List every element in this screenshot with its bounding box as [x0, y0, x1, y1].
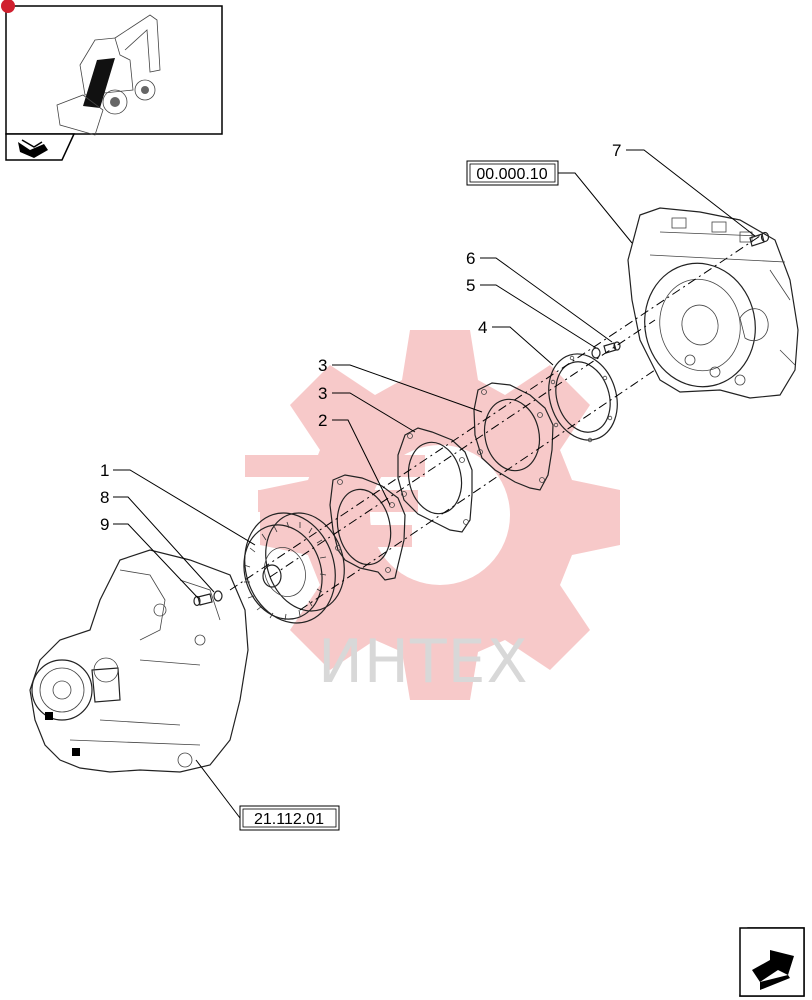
- callout-9: 9: [100, 515, 109, 534]
- callout-7: 7: [612, 141, 621, 160]
- bolt-9[interactable]: [193, 593, 213, 607]
- thumbnail-panel[interactable]: [1, 0, 223, 136]
- callout-4: 4: [478, 318, 487, 337]
- bolt-7[interactable]: [749, 231, 770, 247]
- flex-plate-3b[interactable]: [473, 382, 554, 491]
- book-arrow-icon: [18, 139, 48, 158]
- transmission-housing: [29, 549, 249, 773]
- callout-2: 2: [318, 411, 327, 430]
- leader-lines: [113, 149, 756, 819]
- callout-5: 5: [466, 276, 475, 295]
- callout-3a: 3: [318, 384, 327, 403]
- torque-converter[interactable]: [231, 501, 357, 635]
- bolt-6[interactable]: [603, 341, 621, 354]
- watermark-gear: [245, 330, 620, 700]
- flex-plate-2[interactable]: [329, 474, 406, 581]
- engine-reference-label: 00.000.10: [476, 166, 547, 183]
- washer-8[interactable]: [213, 590, 223, 602]
- watermark-text: ИНТЕХ: [318, 627, 529, 697]
- assembly-axes: [229, 235, 761, 611]
- transmission-reference-box[interactable]: 21.112.01: [239, 805, 340, 831]
- engine-reference-box[interactable]: 00.000.10: [466, 160, 559, 186]
- backhoe-loader-icon: [56, 14, 161, 136]
- washer-5[interactable]: [591, 347, 601, 359]
- callout-6: 6: [466, 249, 475, 268]
- ring-plate-4[interactable]: [538, 345, 628, 449]
- next-page-arrow-icon: [752, 950, 794, 990]
- transmission-reference-label: 21.112.01: [254, 811, 324, 828]
- nav-tab[interactable]: [5, 133, 76, 161]
- callout-8: 8: [100, 488, 109, 507]
- callout-3b: 3: [318, 356, 327, 375]
- engine-housing: [627, 207, 799, 399]
- next-page-button[interactable]: [739, 927, 805, 997]
- callouts: 1 2 3 3 4 5 6 7 8 9: [100, 141, 621, 534]
- callout-1: 1: [100, 461, 109, 480]
